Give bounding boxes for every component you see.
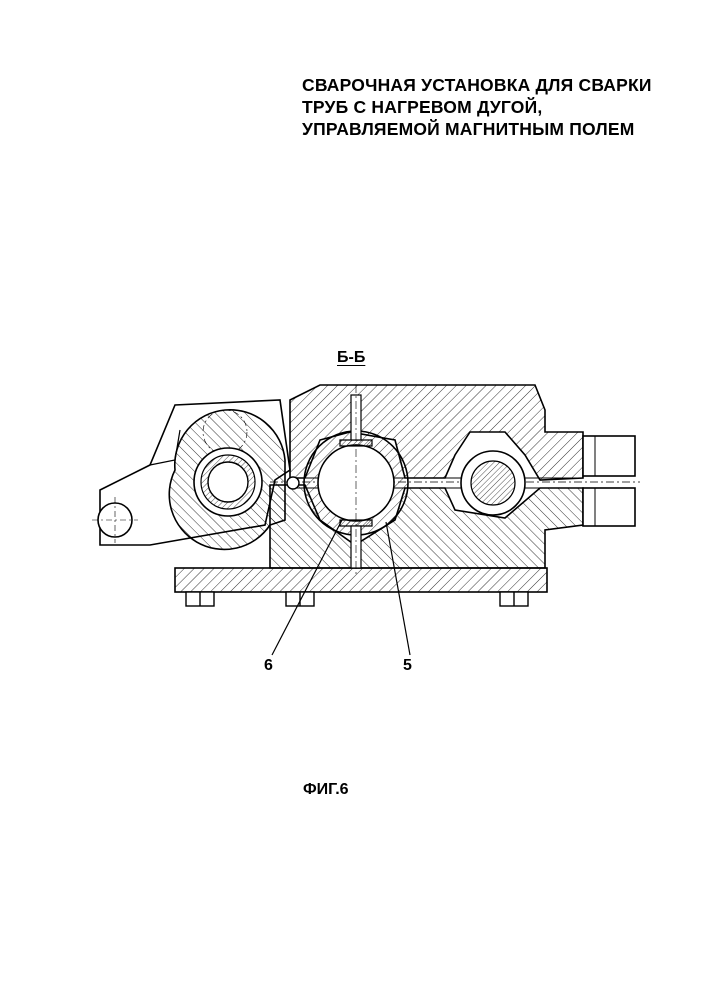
figure-label: ФИГ.6 xyxy=(303,781,349,799)
rod-end-lower xyxy=(583,488,635,526)
pin xyxy=(287,477,299,489)
callout-5: 5 xyxy=(403,657,412,675)
bolt xyxy=(186,592,214,606)
callout-6: 6 xyxy=(264,657,273,675)
rod-end-upper xyxy=(583,436,635,476)
bolt xyxy=(286,592,314,606)
base-plate xyxy=(175,568,547,592)
bolt xyxy=(500,592,528,606)
